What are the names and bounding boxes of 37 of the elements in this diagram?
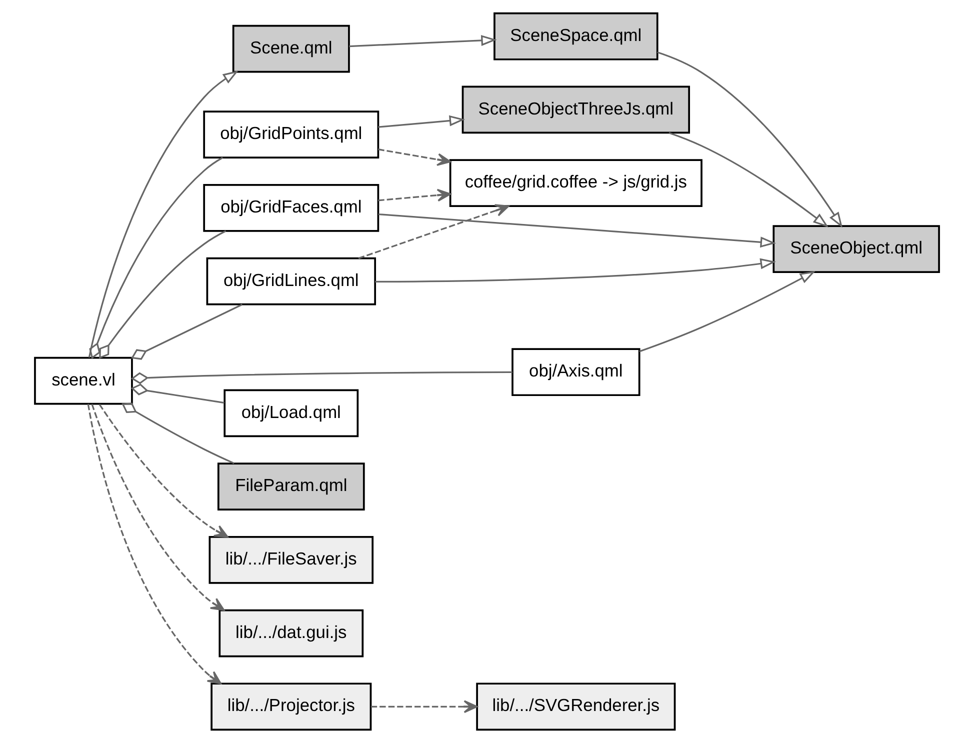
arrow (88, 70, 238, 358)
connector (98, 230, 226, 359)
arrow (378, 115, 465, 128)
connector (121, 402, 234, 464)
node-box: Scene.qml (232, 24, 350, 73)
node-box: scene.vl (34, 356, 132, 405)
node-box: coffee/grid.coffee -> js/grid.js (448, 159, 702, 208)
arrow (86, 404, 222, 684)
arrow (656, 52, 842, 228)
node-box: obj/Axis.qml (511, 348, 640, 396)
node-box: SceneObjectThreeJs.qml (461, 86, 690, 134)
node-box: obj/GridLines.qml (206, 257, 376, 306)
connector (130, 384, 224, 404)
arrow (638, 270, 816, 352)
connector (130, 304, 242, 360)
arrow (98, 404, 228, 538)
node-box: lib/.../SVGRenderer.js (476, 682, 676, 731)
arrow (378, 188, 451, 202)
node-box: obj/GridFaces.qml (202, 184, 379, 232)
connector (88, 156, 223, 360)
arrow (668, 132, 828, 228)
node-box: SceneObject.qml (772, 225, 940, 273)
node-box: FileParam.qml (216, 462, 364, 510)
node-box: SceneSpace.qml (493, 12, 658, 60)
arrow (90, 404, 224, 611)
node-box: obj/GridPoints.qml (202, 110, 379, 159)
connector (130, 371, 512, 384)
arrow (374, 258, 776, 283)
arrow (370, 700, 478, 714)
node-box: lib/.../Projector.js (210, 682, 372, 731)
arrow (358, 204, 509, 260)
node-box: obj/Load.qml (223, 389, 358, 438)
arrow (348, 35, 496, 48)
arrow (378, 213, 776, 248)
arrow (378, 148, 451, 166)
node-box: lib/.../FileSaver.js (208, 536, 374, 584)
node-box: lib/.../dat.gui.js (218, 609, 364, 658)
